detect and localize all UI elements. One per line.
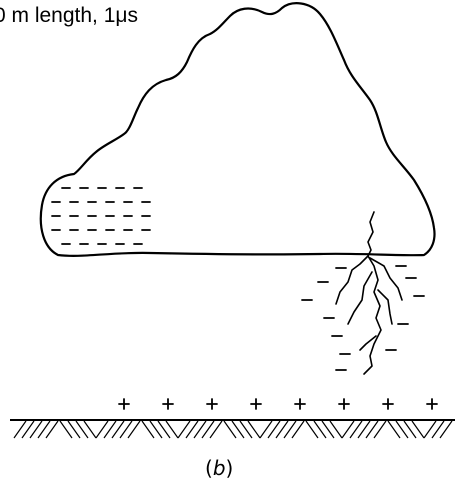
leader-negative-charges xyxy=(302,266,424,370)
figure-caption: (b) xyxy=(205,456,233,480)
cloud-negative-charges xyxy=(52,188,150,244)
leader-inner-channel xyxy=(368,212,374,256)
thundercloud-outline xyxy=(41,3,435,256)
plus-sign xyxy=(427,399,437,409)
plus-sign xyxy=(383,399,393,409)
plus-sign xyxy=(119,399,129,409)
caption-letter: b xyxy=(213,456,226,480)
ground-positive-charges xyxy=(119,399,437,409)
caption-open-paren: ( xyxy=(205,456,213,480)
leader-branch-left-mid xyxy=(348,272,372,324)
plus-sign xyxy=(163,399,173,409)
caption-close-paren: ) xyxy=(226,456,234,480)
ground-hatching xyxy=(14,421,452,438)
plus-sign xyxy=(251,399,261,409)
leader-main-trunk xyxy=(364,256,381,374)
plus-sign xyxy=(295,399,305,409)
plus-sign xyxy=(339,399,349,409)
leader-branch-lower-left xyxy=(360,336,376,350)
plus-sign xyxy=(207,399,217,409)
